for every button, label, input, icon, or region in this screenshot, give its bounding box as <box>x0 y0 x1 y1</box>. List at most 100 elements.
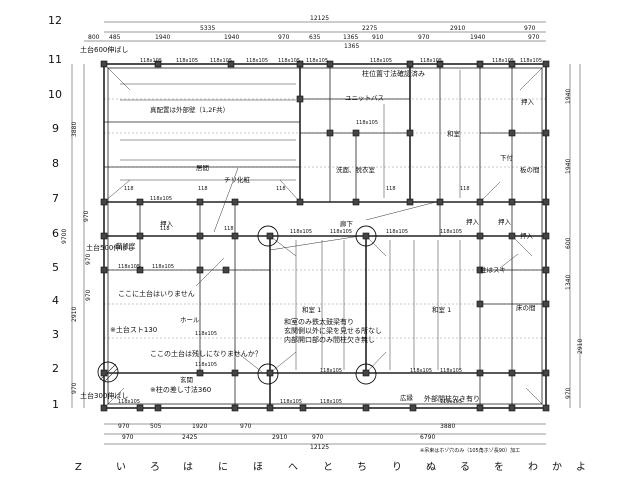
member-label: 118x105 <box>195 331 217 337</box>
post <box>542 266 550 274</box>
member-label: 118x105 <box>290 229 312 235</box>
dim-left-3880: 3880 <box>71 122 78 137</box>
post-label: 118 <box>160 226 170 232</box>
column-label-ha: は <box>183 461 193 473</box>
room-unit-bath: ユニットバス <box>345 94 384 102</box>
post-label: 118 <box>198 186 208 192</box>
post <box>136 232 144 240</box>
member-label: 118x105 <box>320 368 342 374</box>
dim-bottom-1920: 1920 <box>192 423 207 430</box>
post <box>154 404 162 412</box>
member-label: 118x105 <box>410 368 432 374</box>
row-label-10: 10 <box>48 88 62 101</box>
dim-left-2910: 2910 <box>71 307 78 322</box>
post <box>476 369 484 377</box>
column-letter-labels: Z い ろ は に ほ へ と ち り ぬ る を わ か よ <box>75 461 586 473</box>
note-dodai-500: 土台500伸ばし <box>86 243 134 252</box>
column-label-wo: を <box>494 461 504 473</box>
dim-top-970b: 970 <box>418 34 430 41</box>
marker-circle <box>355 363 377 385</box>
dim-right-1940b: 1940 <box>565 159 572 174</box>
note-chiri: チリ化粧 <box>224 175 251 184</box>
member-label: 118x105 <box>440 229 462 235</box>
dim-bottom-970d: 970 <box>312 434 324 441</box>
member-label: 118x105 <box>140 58 162 64</box>
dim-bottom-505: 505 <box>150 423 162 430</box>
dim-top-970a: 970 <box>278 34 290 41</box>
room-oshiire-right: 押入 <box>466 217 480 226</box>
member-label: 118x105 <box>356 120 378 126</box>
note-beam-3: 内部開口部のみ間柱欠き無し <box>284 335 375 344</box>
row-label-12: 12 <box>48 14 62 27</box>
note-dodai-question: ここの土台は残しになりませんか？ <box>150 349 262 358</box>
note-beam-2: 玄関側以外に梁を見せる所なし <box>284 326 382 335</box>
post <box>476 266 484 274</box>
member-label: 118x105 <box>320 399 342 405</box>
member-label: 118x105 <box>280 399 302 405</box>
column-label-yo: よ <box>576 461 586 473</box>
post-label: 118 <box>276 186 286 192</box>
column-label-ro: ろ <box>150 462 160 473</box>
right-dimensions: 1940 1940 600 1340 2910 970 <box>565 64 584 408</box>
member-label: 118x105 <box>306 58 328 64</box>
room-stairs: 階段室 <box>116 241 136 250</box>
post-label: 118 <box>460 186 470 192</box>
post <box>296 198 304 206</box>
dim-left-970: 970 <box>83 210 90 222</box>
post <box>222 266 230 274</box>
post <box>542 232 550 240</box>
note-outer-wall: 真配置は外部壁（1,2F共） <box>150 105 229 114</box>
post <box>542 198 550 206</box>
post <box>409 404 417 412</box>
row-label-5: 5 <box>52 261 59 274</box>
post-label: 118 <box>124 186 134 192</box>
post <box>508 404 516 412</box>
post <box>406 198 414 206</box>
room-entrance: 玄関 <box>180 375 193 384</box>
annotations: 土台600伸ばし 柱位置寸法確認済み ユニットバス 真配置は外部壁（1,2F共）… <box>80 45 540 454</box>
post <box>196 232 204 240</box>
member-label: 118x105 <box>520 58 542 64</box>
post <box>196 369 204 377</box>
room-living: 居間 <box>196 164 209 172</box>
post <box>196 198 204 206</box>
row-label-7: 7 <box>52 192 59 205</box>
dim-top-970c: 970 <box>528 34 540 41</box>
post <box>326 129 334 137</box>
post <box>542 404 550 412</box>
member-label: 118x105 <box>420 58 442 64</box>
room-engawa: 広縁 <box>400 393 414 402</box>
post <box>196 266 204 274</box>
post <box>100 266 108 274</box>
dim-right-970: 970 <box>565 387 572 399</box>
room-washitsu: 和室 <box>447 129 461 138</box>
marker-circle <box>257 225 279 247</box>
note-hozo: ※吊束はホゾ穴のみ（105角ホゾ長90）加工 <box>420 447 520 454</box>
dim-top-910: 910 <box>372 34 384 41</box>
dim-left-inner-970b: 970 <box>85 289 92 301</box>
member-label: 118x105 <box>118 264 140 270</box>
post <box>406 60 414 68</box>
post <box>508 232 516 240</box>
member-label: 118x105 <box>210 58 232 64</box>
post <box>436 198 444 206</box>
column-label-wa: わ <box>528 461 538 473</box>
post <box>136 198 144 206</box>
room-oshiire-top: 押入 <box>521 97 535 106</box>
member-label: 118x105 <box>150 196 172 202</box>
dim-top-1940c: 1940 <box>470 34 485 41</box>
member-label: 118x105 <box>118 399 140 405</box>
post <box>406 129 414 137</box>
note-dodai-600: 土台600伸ばし <box>80 45 128 54</box>
dim-top-635: 635 <box>309 34 321 41</box>
bottom-dimensions: 970 505 1920 970 3880 970 2425 2910 970 … <box>104 423 546 451</box>
column-label-ri: り <box>392 461 402 473</box>
column-label-z: Z <box>75 462 82 473</box>
top-dimensions: 12125 5335 2275 2910 970 800 485 1940 19… <box>84 15 546 50</box>
row-label-8: 8 <box>52 157 59 170</box>
room-oshiire-left: 押入 <box>160 219 174 228</box>
row-label-6: 6 <box>52 227 59 240</box>
dim-top-2275: 2275 <box>362 25 377 32</box>
post <box>100 404 108 412</box>
